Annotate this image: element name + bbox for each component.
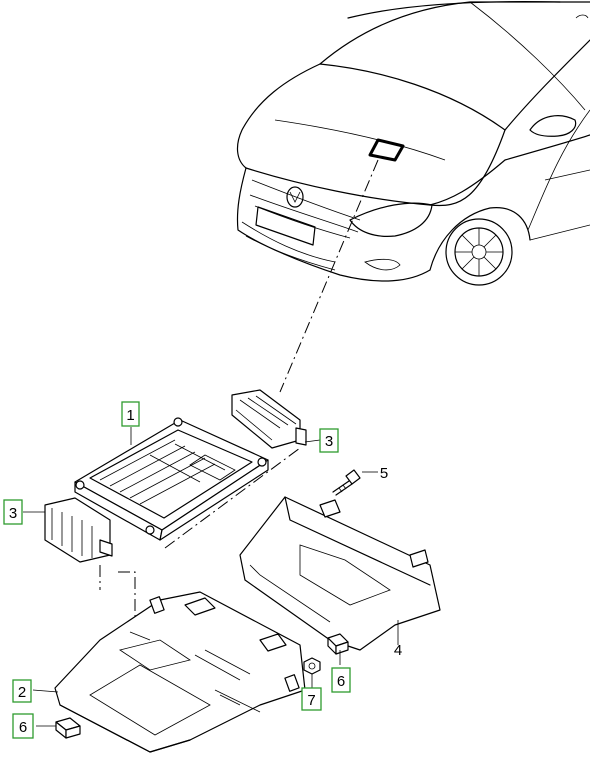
callout-label: 2 [18, 684, 26, 701]
leader-line-diag [164, 447, 301, 549]
tray-part [54, 591, 306, 753]
hood-release-marker-icon [368, 138, 405, 162]
car-illustration [236, 0, 590, 286]
callout-label: 1 [126, 407, 134, 424]
callout-label: 6 [19, 719, 27, 736]
bolt-part [332, 469, 361, 496]
callout-label: 6 [337, 673, 345, 690]
callout-label: 3 [9, 505, 17, 522]
callout-label: 3 [325, 433, 333, 450]
callout-5: 5 [380, 465, 388, 482]
callout-3-top: 3 [319, 428, 339, 453]
callout-4: 4 [394, 642, 402, 659]
bracket-part [239, 496, 441, 651]
clip-part-left [55, 717, 81, 739]
callout-leaders [23, 427, 399, 727]
control-unit-part [74, 417, 269, 541]
leader-line-down [118, 571, 136, 740]
callout-2: 2 [12, 679, 32, 703]
callout-6-left: 6 [12, 713, 34, 739]
leader-line-car [279, 159, 379, 393]
callout-label: 5 [380, 465, 388, 482]
relay-holder-left-part [44, 497, 113, 563]
callout-7: 7 [301, 687, 322, 711]
callout-3-left: 3 [3, 499, 23, 525]
callout-1: 1 [121, 401, 140, 427]
clip-part-right [327, 633, 349, 655]
callout-label: 7 [307, 692, 315, 709]
relay-holder-top-part [231, 389, 307, 449]
nut-part [303, 657, 321, 675]
callout-6-right: 6 [331, 667, 351, 693]
callout-label: 4 [394, 642, 402, 659]
